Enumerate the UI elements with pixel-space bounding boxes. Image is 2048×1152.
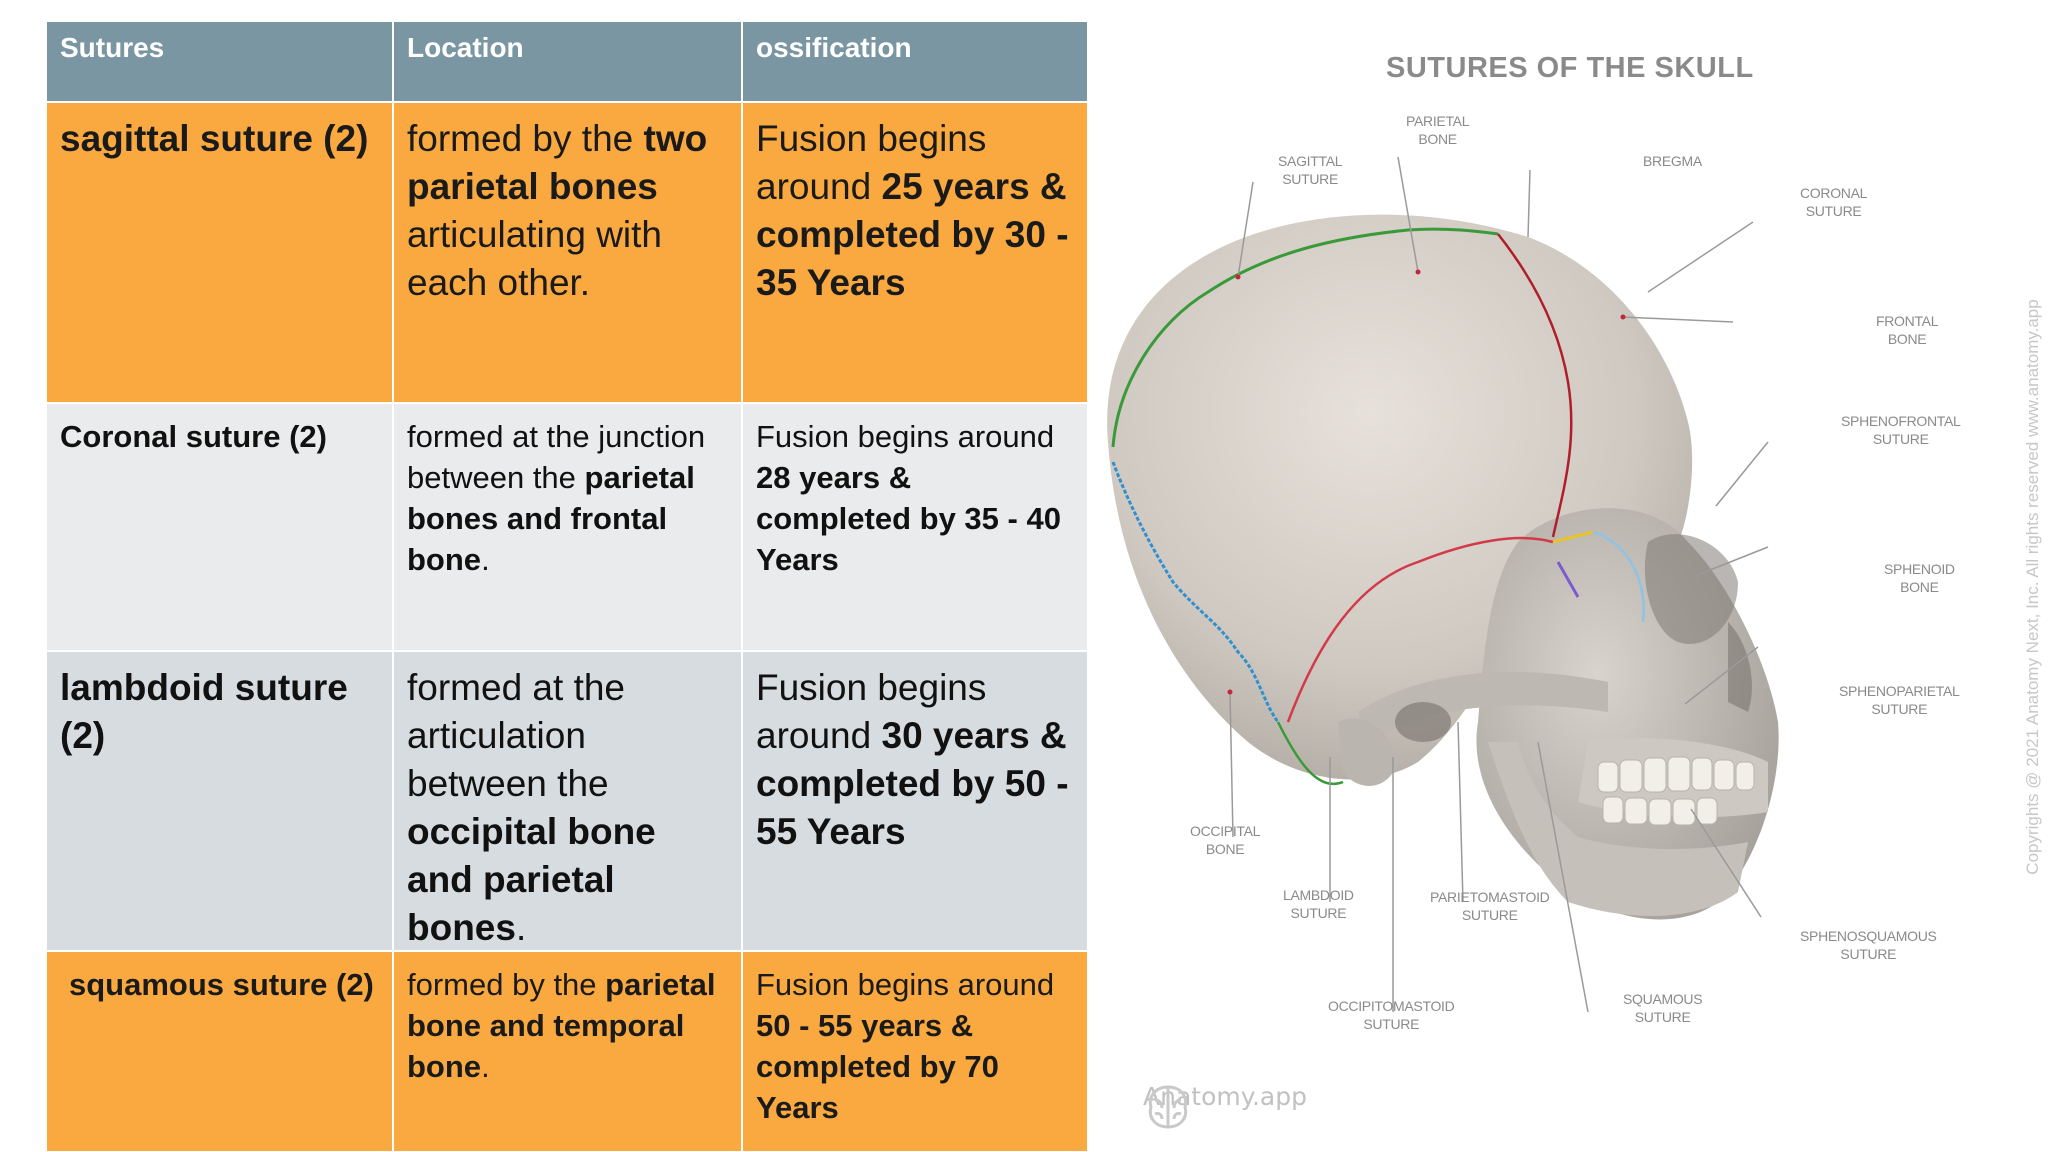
row-squamous-ossification: Fusion begins around 50 - 55 years & com… — [743, 952, 1087, 1151]
label-coronal-suture: CORONAL SUTURE — [1800, 185, 1868, 219]
row-lambdoid-ossification: Fusion begins around 30 years & complete… — [743, 652, 1087, 950]
orbit-shape — [1644, 534, 1738, 644]
label-sphenoparietal-suture: SPHENOPARIETAL SUTURE — [1839, 683, 1960, 717]
row-sagittal-location: formed by the two parietal bones articul… — [394, 103, 741, 402]
text: Fusion begins around — [756, 118, 987, 207]
bold-text: occipital bone and parietal bones — [407, 811, 656, 948]
bold-text: 28 years & completed by 35 - 40 Years — [756, 460, 1061, 577]
brand-logo: Anatomy.app — [1143, 1082, 1307, 1129]
row-sagittal-ossification: Fusion begins around 25 years & complete… — [743, 103, 1087, 402]
text: formed by the — [407, 967, 606, 1002]
label-occipitomastoid-suture: OCCIPITOMASTOID SUTURE — [1328, 998, 1455, 1032]
text: Fusion begins around — [756, 667, 987, 756]
text: articulating with each other. — [407, 214, 663, 303]
row-coronal-ossification: Fusion begins around 28 years & complete… — [743, 404, 1087, 650]
skull-figure: SUTURES OF THE SKULL — [1088, 22, 2048, 1152]
row-coronal-name: Coronal suture (2) — [47, 404, 392, 650]
sphenosquamous-suture-line — [1592, 530, 1645, 623]
text: . — [515, 907, 527, 948]
label-parietal-bone: PARIETAL BONE — [1406, 113, 1470, 147]
label-sphenosquamous-suture: SPHENOSQUAMOUS SUTURE — [1800, 928, 1937, 962]
sphenofrontal-suture-line — [1552, 530, 1594, 544]
row-squamous-location: formed by the parietal bone and temporal… — [394, 952, 741, 1151]
label-frontal-bone: FRONTAL BONE — [1876, 313, 1939, 347]
teeth — [1597, 756, 1755, 826]
row-squamous-name: squamous suture (2) — [47, 952, 392, 1151]
row-lambdoid-location: formed at the articulation between the o… — [394, 652, 741, 950]
suture-name: lambdoid suture (2) — [60, 667, 348, 756]
text: formed by the — [407, 118, 644, 159]
text: . — [481, 1049, 490, 1084]
text: Fusion begins around — [756, 967, 1055, 1002]
bold-text: two parietal bones — [407, 118, 708, 207]
label-sagittal-suture: SAGITTAL SUTURE — [1278, 153, 1343, 187]
leader-lines — [1229, 156, 1769, 1013]
bold-text: 50 - 55 years & completed by 70 Years — [756, 1008, 999, 1125]
mandible-shape — [1488, 742, 1748, 916]
label-dots — [1227, 269, 1626, 695]
text: formed at the articulation between the — [407, 667, 626, 804]
bold-text: parietal bones and frontal bone — [407, 460, 695, 577]
suture-name: Coronal suture (2) — [60, 419, 327, 454]
row-sagittal-name: sagittal suture (2) — [47, 103, 392, 402]
cranium-shape — [1107, 214, 1693, 780]
nasal-shape — [1728, 622, 1752, 712]
skull-illustration — [1107, 156, 1779, 1013]
ear-canal — [1395, 702, 1451, 742]
figure-title: SUTURES OF THE SKULL — [1386, 52, 1754, 84]
coronal-suture-line — [1497, 233, 1573, 538]
label-parietomastoid-suture: PARIETOMASTOID SUTURE — [1430, 889, 1550, 923]
bold-text: 25 years & completed by 30 - 35 Years — [756, 166, 1069, 303]
row-coronal-location: formed at the junction between the parie… — [394, 404, 741, 650]
text: Fusion begins around — [756, 419, 1055, 454]
text: formed at the junction between the — [407, 419, 706, 495]
row-lambdoid-name: lambdoid suture (2) — [47, 652, 392, 950]
sutures-table: Sutures Location ossification sagittal s… — [47, 22, 1087, 1151]
sagittal-suture-line — [1111, 227, 1499, 448]
squamous-suture-line — [1286, 536, 1554, 723]
header-sutures: Sutures — [47, 22, 392, 101]
label-sphenofrontal-suture: SPHENOFRONTAL SUTURE — [1841, 413, 1961, 447]
label-sphenoid-bone: SPHENOID BONE — [1884, 561, 1955, 595]
bold-text: 30 years & completed by 50 - 55 Years — [756, 715, 1069, 852]
sphenoparietal-suture-line — [1556, 561, 1580, 598]
lambdoid-suture-line — [1111, 461, 1280, 723]
bold-text: parietal bone and temporal bone — [407, 967, 716, 1084]
text: . — [481, 542, 490, 577]
suture-name: sagittal suture (2) — [60, 118, 369, 159]
suture-name: squamous suture (2) — [69, 967, 374, 1002]
brain-logo-icon — [1148, 1085, 1188, 1129]
label-squamous-suture: SQUAMOUS SUTURE — [1623, 991, 1703, 1025]
header-ossification: ossification — [743, 22, 1087, 101]
copyright-text: Copyrights @ 2021 Anatomy Next, Inc. All… — [2023, 299, 2042, 875]
occipitomastoid-suture-line — [1276, 721, 1344, 786]
zygomatic-arch — [1358, 672, 1608, 742]
label-lambdoid-suture: LAMBDOID SUTURE — [1283, 887, 1354, 921]
mastoid-process — [1338, 718, 1398, 786]
label-bregma: BREGMA — [1643, 153, 1702, 169]
label-occipital-bone: OCCIPITAL BONE — [1190, 823, 1261, 857]
header-location: Location — [394, 22, 741, 101]
